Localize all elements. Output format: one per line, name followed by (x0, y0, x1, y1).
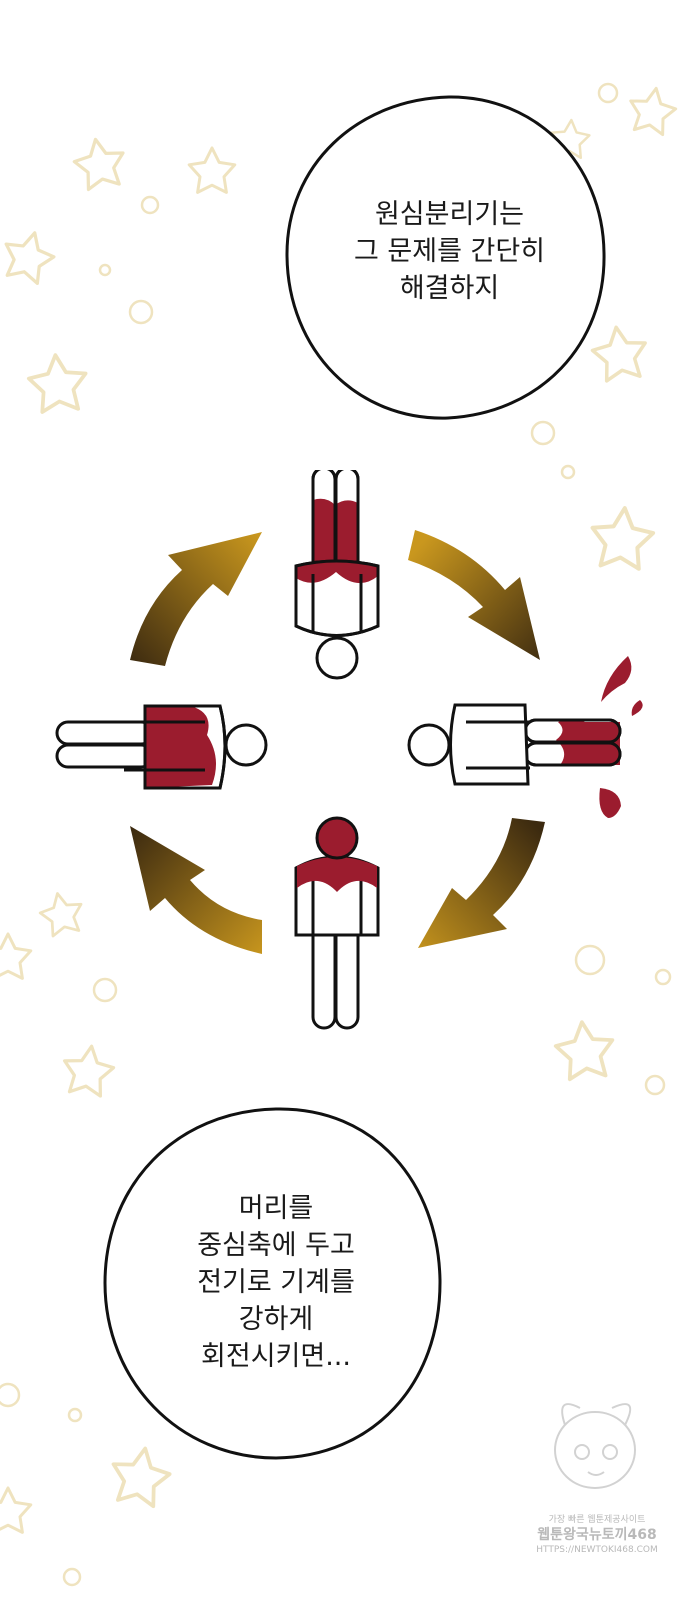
dot-decoration (62, 1567, 82, 1587)
dot-decoration (574, 944, 606, 976)
background-decoration (0, 82, 681, 1587)
star-decoration (551, 1017, 618, 1083)
bubble-top-text: 원심분리기는 그 문제를 간단히 해결하지 (297, 196, 602, 307)
watermark-line2: 웹툰왕국뉴토끼468 (537, 1527, 657, 1543)
bubble-top-line: 해결하지 (399, 273, 500, 304)
bubble-bottom-line: 머리를 (238, 1193, 314, 1224)
star-decoration (624, 82, 681, 138)
star-decoration (187, 146, 237, 194)
arrow-top-left (130, 532, 262, 666)
dot-decoration (140, 195, 160, 215)
dot-decoration (0, 1382, 21, 1408)
dot-decoration (530, 420, 556, 446)
dot-decoration (644, 1074, 666, 1096)
rotation-arrows (130, 530, 545, 954)
star-decoration (35, 887, 88, 940)
star-decoration (588, 321, 652, 385)
arrow-bottom-left (130, 826, 262, 954)
bubble-bottom-text: 머리를 중심축에 두고 전기로 기계를 강하게 회전시키면... (120, 1190, 432, 1375)
speech-bubble-top (285, 95, 606, 420)
star-decoration (0, 1486, 33, 1534)
figure-bottom-upright (294, 816, 380, 1030)
dot-decoration (560, 464, 576, 480)
speech-bubble-bottom (103, 1107, 442, 1460)
watermark-line3: HTTPS://NEWTOKI468.COM (536, 1545, 658, 1555)
arrow-bottom-right (418, 818, 545, 948)
star-decoration (25, 350, 91, 415)
dot-decoration (67, 1407, 83, 1423)
star-decoration (69, 133, 130, 193)
star-decoration (105, 1441, 176, 1510)
bubble-bottom-line: 강하게 (238, 1304, 314, 1335)
dot-decoration (597, 82, 619, 104)
figure-top-inverted (294, 470, 380, 680)
bubble-bottom-line: 중심축에 두고 (197, 1230, 355, 1261)
watermark-line1: 가장 빠른 웹툰제공사이트 (548, 1515, 646, 1525)
dot-decoration (654, 968, 672, 986)
bubble-top-line: 그 문제를 간단히 (353, 236, 546, 267)
dot-decoration (98, 263, 112, 277)
bubble-bottom-line: 전기로 기계를 (197, 1267, 355, 1298)
star-decoration (589, 505, 655, 569)
site-watermark: 가장 빠른 웹툰제공사이트 웹툰왕국뉴토끼468 HTTPS://NEWTOKI… (522, 1514, 672, 1556)
arrow-top-right (408, 530, 540, 660)
star-decoration (0, 932, 33, 980)
star-decoration (0, 224, 61, 288)
bubble-bottom-line: 회전시키면... (201, 1341, 351, 1372)
figure-left (55, 704, 268, 790)
dot-decoration (92, 977, 118, 1003)
dot-decoration (128, 299, 154, 325)
watermark-mascot (554, 1403, 636, 1489)
bubble-top-line: 원심분리기는 (374, 199, 525, 230)
star-decoration (58, 1041, 118, 1099)
figure-right (407, 656, 643, 818)
